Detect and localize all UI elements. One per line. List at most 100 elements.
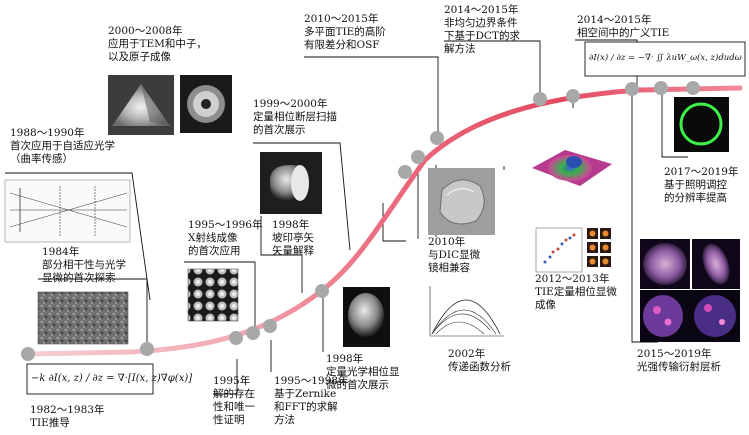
milestone-1998-optical: 1998年定量光学相位显 微的首次展示 bbox=[326, 353, 400, 392]
milestone-1988: 1988～1990年首次应用于自适应光学 （曲率传感） bbox=[10, 127, 115, 166]
node-1995-1998 bbox=[263, 319, 277, 333]
milestone-1998-poynting-date: 1998年 bbox=[272, 219, 310, 231]
milestone-2010-date: 2010年 bbox=[428, 236, 466, 248]
node-1995 bbox=[229, 331, 243, 345]
connector-1999 bbox=[253, 142, 351, 251]
connector-1995 bbox=[213, 359, 238, 395]
milestone-2000-text: 应用于TEM和中子， 以及原子成像 bbox=[108, 38, 207, 63]
diffraction-tomography-images bbox=[640, 239, 740, 342]
optical-microscopy-image bbox=[37, 291, 129, 345]
node-2010-2015 bbox=[430, 131, 444, 145]
node-2017 bbox=[654, 81, 668, 95]
milestone-2002-date: 2002年 bbox=[448, 348, 486, 360]
node-1982 bbox=[21, 347, 35, 361]
gtie-equation: ∂I(x) / ∂z = −∇· ∬ λuW_ω(x, z)dudω bbox=[589, 53, 742, 63]
node-1984 bbox=[140, 342, 154, 356]
tie-equation-rhs: = ∇·[I(x, z)∇φ(x)] bbox=[106, 373, 193, 384]
milestone-2017-date: 2017～2019年 bbox=[664, 166, 739, 178]
connector-1998-poynting bbox=[260, 216, 303, 293]
gtie-equation-lhs: ∂I(x) / ∂z bbox=[589, 53, 626, 63]
milestone-2002-text: 传递函数分析 bbox=[448, 361, 511, 373]
connectors bbox=[5, 39, 688, 395]
milestone-2015-date: 2015～2019年 bbox=[637, 348, 712, 360]
adaptive-optics-diagram bbox=[4, 179, 131, 243]
milestone-2010-text: 与DIC显微 镜相兼容 bbox=[428, 249, 481, 274]
neutron-ring-image bbox=[180, 75, 232, 133]
gtie-equation-box bbox=[584, 41, 746, 77]
milestone-2017-text: 基于照明调控 的分辨率提高 bbox=[664, 179, 727, 204]
milestone-1998-optical-date: 1998年 bbox=[326, 353, 364, 365]
milestone-1995-date: 1995年 bbox=[213, 375, 251, 387]
milestone-2014-dct-date: 2014～2015年 bbox=[444, 4, 519, 16]
connector-2017 bbox=[661, 88, 688, 158]
milestone-1999: 1999～2000年定量相位断层扫描 的首次展示 bbox=[253, 98, 337, 137]
xray-grid-image bbox=[187, 268, 239, 322]
milestone-1995: 1995年解的存在 性和唯一 性证明 bbox=[213, 375, 255, 427]
connector-2014-dct bbox=[444, 40, 541, 97]
node-2002 bbox=[411, 150, 425, 164]
milestone-2014-gtie-text: 相空间中的广义TIE bbox=[577, 27, 670, 39]
milestone-2014-dct: 2014～2015年非均匀边界条件 下基于DCT的求 解方法 bbox=[444, 4, 520, 56]
tie-equation-box bbox=[26, 363, 154, 395]
phase-surface-image bbox=[532, 150, 612, 186]
node-2014-gtie bbox=[686, 81, 700, 95]
milestone-2010-2015-text: 多平面TIE的高阶 有限差分和OSF bbox=[304, 26, 386, 51]
connector-1988 bbox=[5, 172, 151, 301]
milestone-2014-dct-text: 非均匀边界条件 下基于DCT的求 解方法 bbox=[444, 17, 520, 55]
milestone-1995-1996-text: X射线成像 的首次应用 bbox=[188, 232, 241, 257]
scatter-spot-image bbox=[535, 227, 611, 273]
milestone-2002: 2002年传递函数分析 bbox=[448, 348, 511, 374]
tie-equation: −k ∂I(x, z) / ∂z = ∇·[I(x, z)∇φ(x)] bbox=[31, 373, 192, 384]
milestone-2012-2013-date: 2012～2013年 bbox=[535, 273, 610, 285]
milestone-2014-gtie: 2014～2015年相空间中的广义TIE bbox=[577, 14, 669, 40]
node-1995-1996 bbox=[246, 326, 260, 340]
milestone-2010-2015-date: 2010～2015年 bbox=[304, 13, 379, 25]
node-1998-optical bbox=[315, 284, 329, 298]
milestone-1998-optical-text: 定量光学相位显 微的首次展示 bbox=[326, 366, 400, 391]
milestone-1988-date: 1988～1990年 bbox=[10, 127, 85, 139]
tem-pyramid-image bbox=[108, 75, 174, 135]
timeline-nodes bbox=[21, 81, 700, 361]
milestone-2012-2013-text: TIE定量相位显微 成像 bbox=[535, 286, 617, 311]
dic-cell-image bbox=[428, 168, 495, 235]
connector-1995-1996 bbox=[184, 261, 256, 333]
milestone-1988-text: 首次应用于自适应光学 （曲率传感） bbox=[10, 140, 115, 165]
node-2012-2013 bbox=[566, 89, 580, 103]
connector-2010-2015 bbox=[304, 56, 439, 140]
tie-equation-lhs: −k ∂I(x, z) / ∂z bbox=[31, 373, 103, 384]
milestone-1995-text: 解的存在 性和唯一 性证明 bbox=[213, 388, 255, 426]
milestone-2017: 2017～2019年基于照明调控 的分辨率提高 bbox=[664, 166, 738, 205]
milestone-2014-gtie-date: 2014～2015年 bbox=[577, 14, 652, 26]
milestone-1999-date: 1999～2000年 bbox=[253, 98, 328, 110]
milestone-1999-text: 定量相位断层扫描 的首次展示 bbox=[253, 111, 337, 136]
milestone-1998-poynting-text: 坡印亭矢 矢量解释 bbox=[272, 232, 314, 257]
gtie-equation-rhs: = −∇· ∬ λuW_ω(x, z)dudω bbox=[628, 53, 742, 63]
connector-2002 bbox=[382, 203, 406, 242]
milestone-2010-2015: 2010～2015年多平面TIE的高阶 有限差分和OSF bbox=[304, 13, 386, 52]
milestone-1995-1996-date: 1995～1996年 bbox=[188, 219, 263, 231]
green-ring-image bbox=[674, 97, 729, 152]
milestone-1998-poynting: 1998年坡印亭矢 矢量解释 bbox=[272, 219, 314, 258]
milestone-2000-date: 2000～2008年 bbox=[108, 25, 183, 37]
milestone-1995-1998: 1995～1998年基于Zernike 和FFT的求解 方法 bbox=[274, 375, 348, 427]
milestone-1984-date: 1984年 bbox=[42, 246, 80, 258]
milestone-1982-date: 1982～1983年 bbox=[30, 404, 105, 416]
milestone-1984: 1984年部分相干性与光学 显微的首次探索 bbox=[42, 246, 126, 285]
milestone-2015-text: 光强传输衍射层析 bbox=[637, 361, 721, 373]
milestone-2010: 2010年与DIC显微 镜相兼容 bbox=[428, 236, 480, 275]
milestone-1995-1998-text: 基于Zernike 和FFT的求解 方法 bbox=[274, 388, 338, 426]
transfer-function-plot bbox=[424, 282, 506, 342]
node-2014-dct bbox=[533, 92, 547, 106]
tomography-image bbox=[260, 152, 322, 214]
milestone-1984-text: 部分相干性与光学 显微的首次探索 bbox=[42, 259, 126, 284]
optical-phase-image bbox=[343, 287, 390, 347]
milestone-1982-text: TIE推导 bbox=[30, 417, 70, 429]
milestone-2015: 2015～2019年光强传输衍射层析 bbox=[637, 348, 721, 374]
milestone-2000: 2000～2008年应用于TEM和中子， 以及原子成像 bbox=[108, 25, 207, 64]
node-2010 bbox=[398, 165, 412, 179]
